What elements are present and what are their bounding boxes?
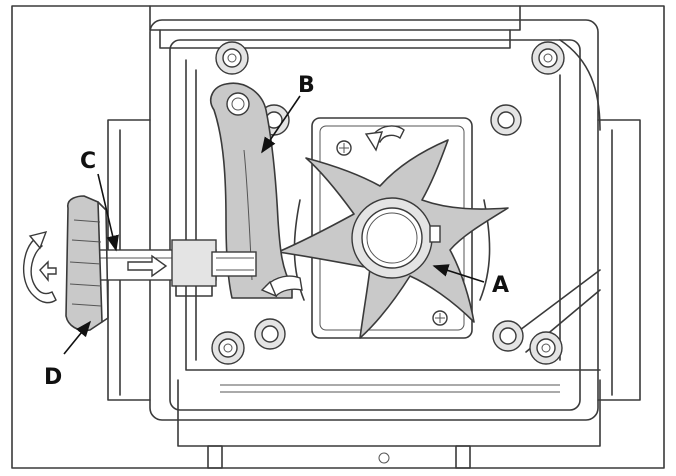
star-rotor	[277, 139, 509, 339]
callout-c-label: C	[80, 149, 96, 174]
bolt-top-right	[531, 41, 565, 75]
callout-d: D	[44, 320, 92, 390]
callout-b-label: B	[298, 73, 315, 98]
bolt-top-left	[215, 41, 249, 75]
release-lever	[210, 82, 303, 299]
adjustment-knob	[65, 195, 109, 332]
screw-icon	[336, 140, 352, 156]
callout-d-label: D	[44, 365, 62, 390]
push-rod	[97, 239, 257, 297]
bolt-bottom-left	[211, 331, 245, 365]
bolt-upper-right	[490, 104, 522, 136]
callout-c: C	[80, 149, 119, 252]
rotation-arrow-icon	[364, 125, 405, 152]
callout-a: A	[432, 264, 509, 298]
mounting-plate	[185, 59, 601, 371]
screw-icon	[432, 310, 448, 326]
bolts	[211, 41, 565, 365]
bolt-lower-mid-left	[254, 318, 286, 350]
callout-b: B	[261, 73, 315, 154]
bolt-bottom-right	[529, 331, 563, 365]
callout-a-label: A	[492, 273, 509, 298]
direction-arrow-icon	[127, 254, 168, 278]
housing-outline	[11, 5, 665, 469]
rotation-arrow-icon	[22, 230, 57, 304]
bolt-lower-right	[492, 320, 524, 352]
